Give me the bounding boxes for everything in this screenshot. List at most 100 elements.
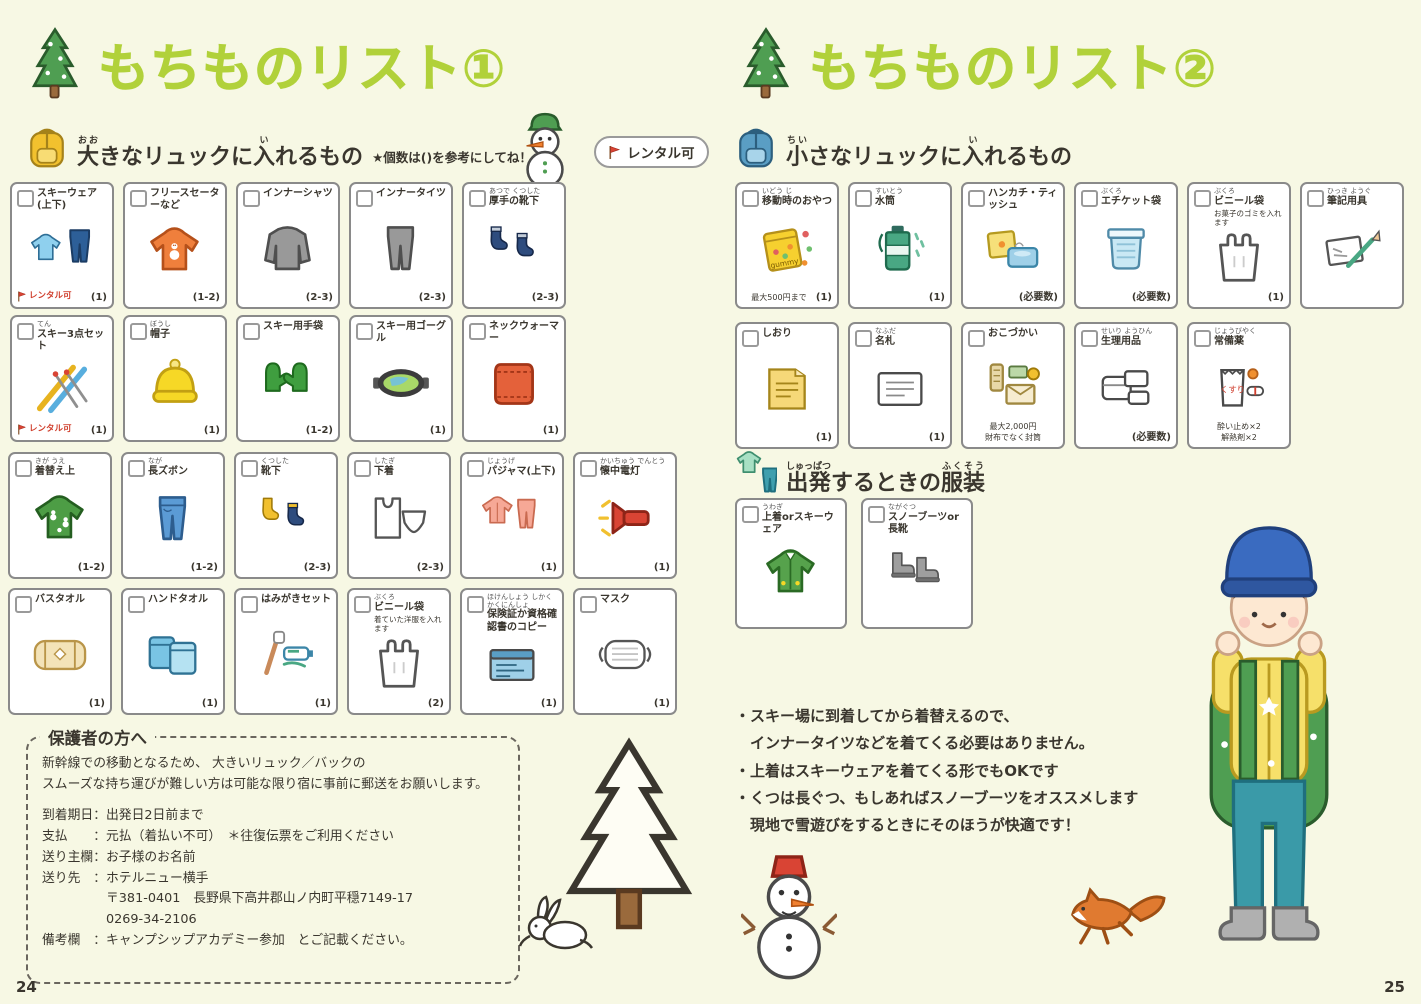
pine-doodle-icon	[26, 26, 84, 102]
item-checkbox[interactable]	[128, 596, 145, 613]
card-foot	[868, 610, 966, 623]
checklist-card: おこづかい 最大2,000円 財布でなく封筒	[961, 322, 1065, 449]
card-head: ぶくろ ビニール袋 着ていた洋服を入れます	[354, 593, 444, 633]
item-quantity: (2-3)	[305, 292, 333, 303]
item-checkbox[interactable]	[968, 330, 985, 347]
item-checkbox[interactable]	[868, 506, 885, 523]
card-title: ほけんしょう しかくかくにんしょ 保険証か資格確認書のコピー	[487, 593, 557, 634]
item-checkbox[interactable]	[469, 323, 486, 340]
item-checkbox[interactable]	[580, 596, 597, 613]
item-quantity: (1)	[928, 432, 945, 443]
jacket-icon	[742, 536, 840, 610]
item-checkbox[interactable]	[15, 596, 32, 613]
item-name: しおり	[762, 328, 792, 339]
card-head: いどう じ 移動時のおやつ	[742, 187, 832, 208]
card-title: インナーシャツ	[263, 188, 333, 200]
checklist-card: せいり ようひん 生理用品 (必要数)	[1074, 322, 1178, 449]
card-title: かいちゅう でんとう 懐中電灯	[600, 457, 670, 478]
item-quantity: (1)	[815, 432, 832, 443]
checklist-card: ながぐつ スノーブーツor長靴	[861, 498, 973, 629]
card-head: くつした 靴下	[241, 457, 331, 478]
item-checkbox[interactable]	[467, 596, 484, 613]
item-checkbox[interactable]	[1081, 330, 1098, 347]
name-tag-icon	[855, 348, 945, 430]
item-checkbox[interactable]	[1307, 190, 1324, 207]
checklist-card: なが 長ズボン (1-2)	[121, 452, 225, 579]
checklist-card: ぶくろ ビニール袋 お菓子のゴミを入れます (1)	[1187, 182, 1291, 309]
card-title: ネックウォーマー	[489, 321, 559, 345]
item-name: パジャマ(上下)	[487, 465, 556, 477]
item-name: はみがきセット	[261, 594, 331, 605]
boots-icon	[868, 536, 966, 610]
page-number: 24	[16, 978, 37, 996]
item-checkbox[interactable]	[15, 460, 32, 477]
item-name: インナータイツ	[376, 188, 446, 199]
card-title: なが 長ズボン	[148, 457, 218, 478]
item-checkbox[interactable]	[855, 330, 872, 347]
money-icon	[968, 347, 1058, 422]
item-checkbox[interactable]	[356, 190, 373, 207]
item-checkbox[interactable]	[354, 460, 371, 477]
item-checkbox[interactable]	[1194, 190, 1211, 207]
item-furigana: じょうびやく	[1214, 327, 1256, 335]
item-checkbox[interactable]	[128, 460, 145, 477]
item-checkbox[interactable]	[17, 190, 34, 207]
pine-doodle-icon	[737, 26, 795, 102]
card-head: かいちゅう でんとう 懐中電灯	[580, 457, 670, 478]
item-checkbox[interactable]	[241, 460, 258, 477]
flashlight-icon	[580, 478, 670, 560]
item-checkbox[interactable]	[469, 190, 486, 207]
item-checkbox[interactable]	[742, 506, 759, 523]
item-checkbox[interactable]	[855, 190, 872, 207]
card-foot: (1)	[1194, 290, 1284, 303]
item-quantity: (2-3)	[303, 562, 331, 573]
item-note-bottom: 最大500円まで	[751, 292, 807, 302]
rental-badge-label: レンタル可	[627, 146, 695, 162]
mask-icon	[580, 613, 670, 696]
card-head: ハンカチ・ティッシュ	[968, 188, 1058, 212]
item-furigana: ながぐつ	[888, 503, 916, 511]
item-checkbox[interactable]	[742, 330, 759, 347]
item-checkbox[interactable]	[1194, 330, 1211, 347]
card-foot: (必要数)	[1081, 428, 1171, 443]
item-checkbox[interactable]	[17, 323, 34, 340]
section-heading: 大おおきなリュックに入いれるもの	[77, 135, 364, 170]
item-checkbox[interactable]	[354, 596, 371, 613]
item-checkbox[interactable]	[130, 190, 147, 207]
item-checkbox[interactable]	[968, 190, 985, 207]
item-furigana: うわぎ	[762, 503, 783, 511]
item-checkbox[interactable]	[742, 190, 759, 207]
checklist-card: インナーシャツ (2-3)	[236, 182, 340, 309]
item-furigana: せいり ようひん	[1101, 327, 1153, 335]
card-title: じょうびやく 常備薬	[1214, 327, 1284, 348]
big-backpack-items-row4: バスタオル (1) ハンドタオル (1)	[8, 588, 677, 715]
item-quantity: (1)	[540, 562, 557, 573]
item-checkbox[interactable]	[580, 460, 597, 477]
card-foot: 最大2,000円 財布でなく封筒	[968, 422, 1058, 443]
item-name: 厚手の靴下	[489, 195, 539, 207]
item-quantity: (1)	[653, 562, 670, 573]
page-25: もちものリスト② 小ちいさなリュックに入いれるもの いどう じ 移動時のおやつ …	[711, 0, 1421, 1004]
card-title: きが うえ 着替え上	[35, 457, 105, 478]
item-note: お菓子のゴミを入れます	[1214, 208, 1282, 227]
card-head: ネックウォーマー	[469, 321, 559, 345]
item-checkbox[interactable]	[130, 323, 147, 340]
card-title: マスク	[600, 594, 670, 606]
item-furigana: ぶくろ	[374, 593, 395, 601]
rental-flag: レンタル可	[17, 290, 72, 303]
item-checkbox[interactable]	[243, 323, 260, 340]
card-head: なが 長ズボン	[128, 457, 218, 478]
rental-flag-label: レンタル可	[29, 291, 72, 302]
card-foot: (2-3)	[354, 560, 444, 573]
item-name: エチケット袋	[1101, 195, 1161, 207]
card-title: ぶくろ ビニール袋 お菓子のゴミを入れます	[1214, 187, 1284, 227]
item-checkbox[interactable]	[1081, 190, 1098, 207]
item-checkbox[interactable]	[356, 323, 373, 340]
neck-warmer-icon	[469, 345, 559, 423]
item-checkbox[interactable]	[467, 460, 484, 477]
item-checkbox[interactable]	[243, 190, 260, 207]
item-checkbox[interactable]	[241, 596, 258, 613]
checklist-card: てん スキー3点セット レンタル可 (1)	[10, 315, 114, 442]
card-head: ほけんしょう しかくかくにんしょ 保険証か資格確認書のコピー	[467, 593, 557, 634]
ski-wear-icon	[17, 212, 107, 290]
